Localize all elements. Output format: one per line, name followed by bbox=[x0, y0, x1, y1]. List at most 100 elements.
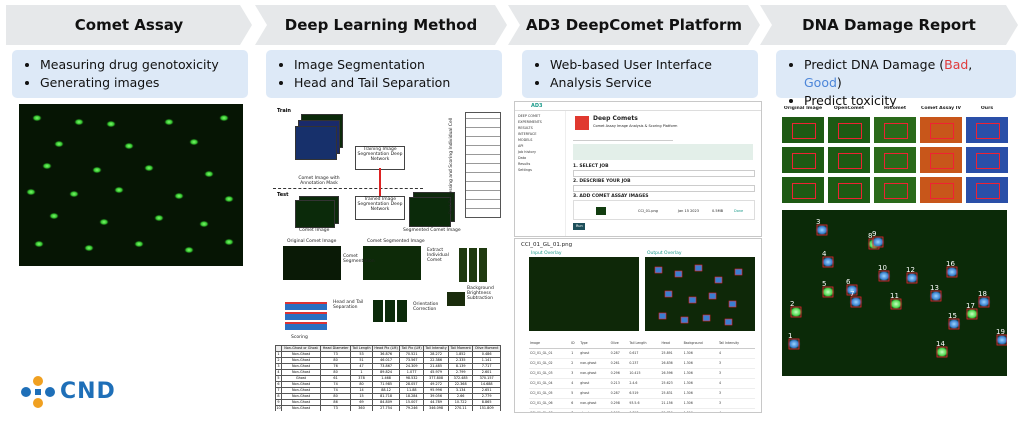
labeled-comet bbox=[821, 256, 835, 268]
labeled-comet bbox=[787, 338, 801, 350]
sidebar-nav-item[interactable]: RESULTS bbox=[518, 126, 533, 130]
result-cell: 0.287 bbox=[609, 348, 629, 359]
report-thumb bbox=[919, 176, 963, 204]
extract-label: Extract Individual Comet bbox=[427, 248, 449, 263]
dashed-divider bbox=[273, 188, 423, 189]
comet-dot bbox=[54, 140, 64, 148]
sidebar-nav-item[interactable]: Settings bbox=[518, 168, 532, 172]
comet-dot bbox=[174, 192, 184, 200]
result-cell: 5 bbox=[570, 388, 580, 399]
result-header-cell: Type bbox=[579, 339, 610, 349]
result-header-cell: Image bbox=[529, 339, 571, 349]
comet-number-label: 3 bbox=[816, 218, 820, 226]
result-cell: 2.4.6 bbox=[628, 378, 661, 389]
cnd-logo-mark-icon bbox=[21, 376, 55, 408]
labeled-comet bbox=[995, 334, 1007, 346]
sidebar-nav-item[interactable]: EXPERIMENTS bbox=[518, 120, 542, 124]
comet-number-label: 19 bbox=[996, 328, 1005, 336]
comet-number-label: 14 bbox=[936, 340, 945, 348]
pipeline-diagram: Train Test Comet Image with Annotation M… bbox=[263, 104, 503, 236]
describe-input[interactable] bbox=[573, 185, 755, 192]
section-title: Deep Learning Method bbox=[284, 16, 478, 34]
file-row-size: 0.5MB bbox=[712, 209, 723, 213]
score-cell: 151.809 bbox=[472, 405, 501, 411]
scoring-label: Scoring bbox=[291, 335, 308, 340]
detection-box bbox=[658, 312, 667, 320]
comet-number-label: 7 bbox=[850, 290, 854, 298]
file-thumb bbox=[596, 207, 606, 215]
report-box bbox=[976, 153, 1000, 169]
result-cell: 1.306 bbox=[682, 368, 718, 379]
report-thumb bbox=[965, 116, 1009, 144]
result-cell: 6.519 bbox=[628, 388, 661, 399]
post-processing-label: Post Processing and Scoring Individual C… bbox=[449, 117, 454, 214]
result-cell: CCI_01_GL_04 bbox=[529, 378, 571, 389]
head-tail-label: Head and Tail Separation bbox=[333, 300, 364, 310]
job-input[interactable] bbox=[573, 170, 755, 177]
comet-dot bbox=[124, 142, 134, 150]
tab-output-overlay[interactable]: Output Overlay bbox=[647, 251, 682, 256]
original-comet-label: Original Comet Image bbox=[287, 239, 337, 244]
score-header-cell: Head Diameter bbox=[320, 345, 352, 352]
comet-box bbox=[822, 286, 834, 298]
result-cell: 2 bbox=[570, 358, 580, 369]
segmented-stack bbox=[409, 192, 455, 227]
result-cell: 3 bbox=[717, 388, 755, 399]
sidebar-nav-item[interactable]: INTERFACE bbox=[518, 132, 537, 136]
sidebar-nav-item[interactable]: Job history bbox=[518, 150, 536, 154]
result-cell: 93.5.6 bbox=[628, 398, 661, 409]
sidebar-nav-item[interactable]: Results bbox=[518, 162, 531, 166]
sidebar-nav-item[interactable]: Data bbox=[518, 156, 527, 160]
sidebar-nav-item[interactable]: MODELS bbox=[518, 138, 533, 142]
cnd-logo: CND bbox=[20, 375, 130, 409]
report-box bbox=[838, 153, 862, 169]
score-cell: Non-Ghost bbox=[280, 405, 322, 411]
segmentation-arrow-label: Comet Segmentation bbox=[343, 254, 375, 264]
report-box bbox=[884, 153, 908, 169]
tab-input-overlay[interactable]: Input Overlay bbox=[531, 251, 562, 256]
score-header-cell: Tail Moment bbox=[448, 345, 474, 352]
sidebar-nav-item[interactable]: API bbox=[518, 144, 524, 148]
run-button[interactable]: Run bbox=[573, 223, 585, 230]
bullet: Generating images bbox=[40, 74, 240, 92]
bullet: Predict DNA Damage (Bad, Good) bbox=[804, 56, 1008, 92]
result-cell: 3 bbox=[717, 368, 755, 379]
orientation-crops bbox=[373, 300, 409, 322]
result-cell: ghost bbox=[579, 388, 610, 399]
labeled-comet bbox=[889, 298, 903, 310]
orientation-label: Orientation Correction bbox=[413, 302, 439, 312]
report-thumb bbox=[781, 176, 825, 204]
result-cell: non-ghost bbox=[579, 368, 610, 379]
bullet-text: Predict DNA Damage ( bbox=[804, 57, 945, 72]
comet-dot bbox=[69, 190, 79, 198]
section-title: DNA Damage Report bbox=[802, 16, 976, 34]
score-cell: 27.754 bbox=[371, 405, 401, 411]
comet-number-label: 15 bbox=[948, 312, 957, 320]
platform-header-sub: Comet Assay Image Analysis & Scoring Pla… bbox=[593, 124, 678, 128]
detection-box bbox=[734, 268, 743, 276]
comet-number-label: 13 bbox=[930, 284, 939, 292]
report-box bbox=[976, 183, 1000, 199]
labeled-comet bbox=[947, 318, 961, 330]
comet-dots bbox=[26, 114, 234, 254]
sidebar-nav-item[interactable]: DEEP COMET bbox=[518, 114, 541, 118]
platform-tabs bbox=[573, 134, 673, 141]
bullet: Analysis Service bbox=[550, 74, 750, 92]
bad-label: Bad bbox=[944, 57, 969, 72]
report-box bbox=[792, 153, 816, 169]
result-cell: ghost bbox=[579, 348, 610, 359]
detection-box bbox=[674, 270, 683, 278]
comet-dot bbox=[164, 118, 174, 126]
result-cell: CCI_01_GL_05 bbox=[529, 388, 571, 399]
comet-dot bbox=[184, 246, 194, 254]
result-cell: 21.156 bbox=[660, 398, 683, 409]
report-box bbox=[884, 183, 908, 199]
result-cell: 1.306 bbox=[682, 378, 718, 389]
input-overlay-image bbox=[529, 257, 639, 331]
